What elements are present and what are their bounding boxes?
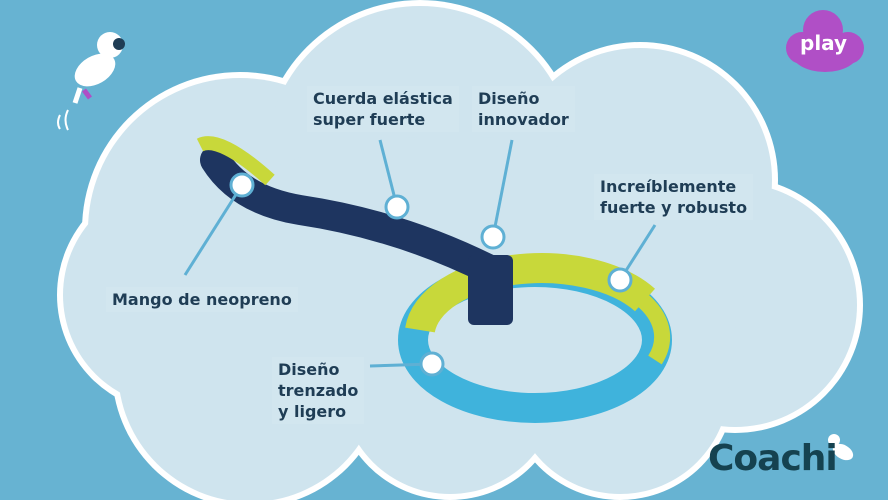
brand-logo: Coachi: [708, 438, 838, 479]
play-badge: play: [800, 31, 848, 55]
callout-dots: [229, 172, 633, 377]
logo-dog-icon: [828, 434, 854, 461]
feature-label-neoprene-handle: Mango de neopreno: [106, 287, 298, 312]
play-badge-cloud: [786, 10, 864, 72]
feature-label-braided-light: Diseño trenzado y ligero: [272, 357, 365, 424]
jumping-dog-icon: [57, 32, 125, 131]
feature-label-elastic-rope: Cuerda elástica super fuerte: [307, 86, 459, 132]
feature-label-innovative-design: Diseño innovador: [472, 86, 575, 132]
feature-label-strong-robust: Increíblemente fuerte y robusto: [594, 174, 754, 220]
